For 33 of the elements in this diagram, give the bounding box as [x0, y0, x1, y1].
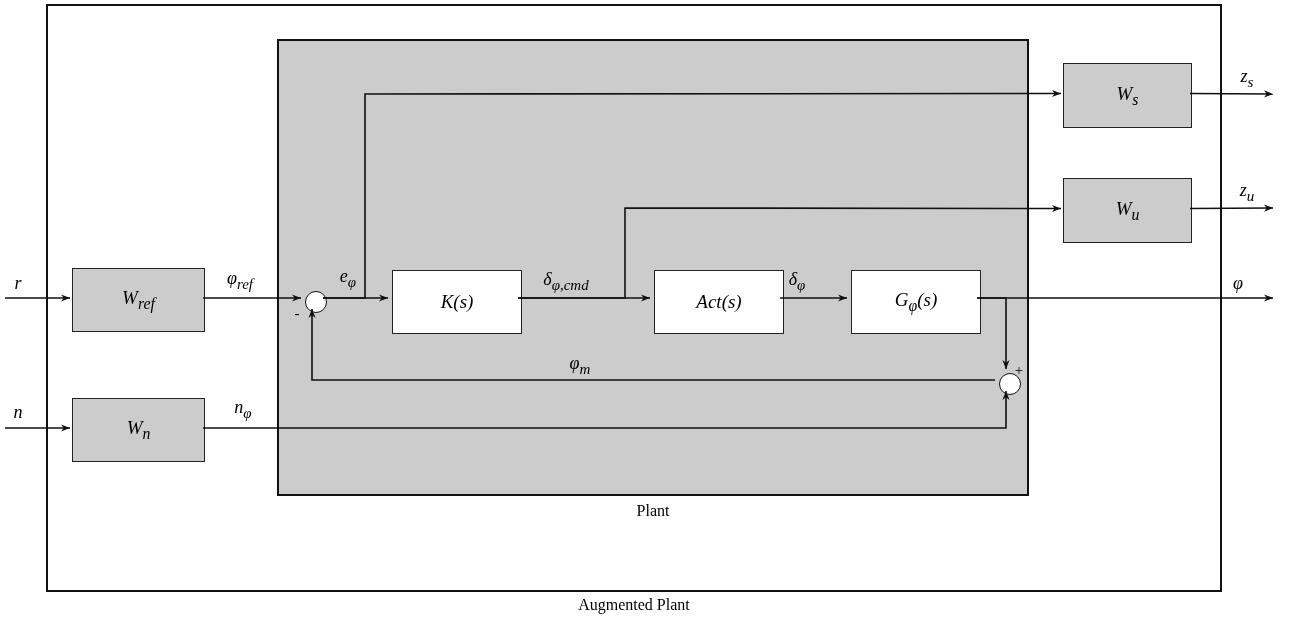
signal-label: δ$_{φ}$: [786, 270, 808, 294]
summing-junction: [999, 373, 1021, 395]
sign-label: -: [293, 304, 301, 322]
signal-label: δ$_{φ,cmd}$: [541, 270, 591, 294]
transfer-function-block: [654, 270, 784, 334]
signal-arrow: [4, 424, 71, 432]
signal-arrow: [1189, 204, 1274, 212]
weight-block: [72, 268, 205, 332]
block-label: W$_{u}$: [1115, 197, 1140, 224]
block-label: K(s): [440, 291, 474, 313]
transfer-function-block: [851, 270, 981, 334]
signal-arrow: [779, 294, 848, 302]
signal-arrow: [308, 308, 996, 381]
signal-arrow: [202, 294, 302, 302]
transfer-function-block: [392, 270, 522, 334]
signal-arrow: [1189, 90, 1274, 98]
signal-arrow: [517, 204, 1062, 299]
block-label: Act(s): [696, 291, 742, 313]
block-label: W$_{ref}$: [122, 287, 155, 313]
summing-junction: [305, 291, 327, 313]
block-label: W$_{s}$: [1116, 82, 1139, 109]
block-label: G$_{φ}$(s): [894, 289, 938, 315]
signal-arrow: [322, 89, 1062, 299]
system-caption: Augmented Plant: [578, 596, 690, 613]
weight-block: [1063, 178, 1192, 243]
signal-arrow: [202, 390, 1010, 429]
block-label: W$_{n}$: [126, 417, 151, 443]
sign-label: +: [1013, 361, 1025, 379]
plant-caption: Plant: [636, 502, 670, 519]
weight-block: [1063, 63, 1192, 128]
signal-arrow: [976, 297, 1010, 370]
signal-arrow: [4, 294, 71, 302]
weight-block: [72, 398, 205, 462]
